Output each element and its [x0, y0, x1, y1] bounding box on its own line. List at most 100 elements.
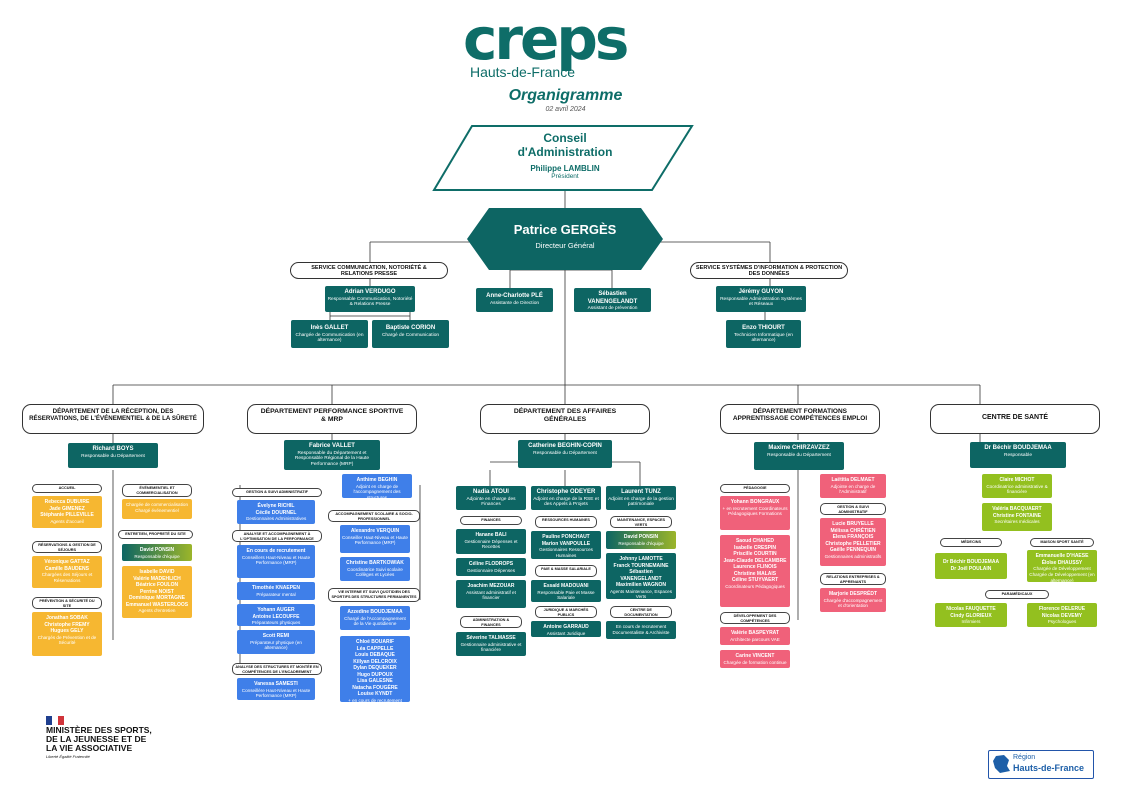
card-names: Jonathan SOBAK Christophe FREMY Hugues G… — [44, 615, 90, 634]
card-role: Adjoint en charge de l'accompagnement de… — [353, 483, 401, 501]
staff-role: Chargé de Communication — [381, 332, 440, 338]
sub-relations: RELATIONS ENTREPRISES & APPRENANTS — [820, 573, 886, 585]
director-role: Directeur Général — [535, 241, 595, 250]
card-role: Gestionnaires Ressources Humaines — [539, 547, 593, 558]
service-si-head-name: Jérémy GUYON — [738, 289, 784, 295]
card-role: Adjointe en charge de l'Administratif — [830, 483, 876, 495]
card-role: Agents d'entretien — [138, 608, 176, 613]
card-names: Timothée KNAEPEN — [252, 585, 300, 591]
card-names: Évelyne RICHIL Cécile DOURNEL — [255, 503, 297, 516]
logo-subtitle: Hauts-de-France — [469, 64, 575, 80]
conseil-title-2: d'Administration — [517, 145, 613, 159]
card-names: Céline FLODROPS — [468, 561, 514, 567]
card-names: Carine VINCENT — [735, 653, 775, 659]
card-sport-sante: Emmanuelle D'HAESE Éloïse DHAUSSY Chargé… — [1027, 550, 1097, 583]
card-entretien-team: Isabelle DAVID Valérie MADEHLICH Béatric… — [122, 566, 192, 618]
sub-pedagogie: PÉDAGOGIE — [720, 484, 790, 493]
sub-competences: DÉVELOPPEMENT DES COMPÉTENCES — [720, 612, 790, 624]
card-role: Conseillère Haut-Niveau et Haute Perform… — [241, 687, 311, 699]
card-maint-head: David PONSIN Responsable d'équipe — [606, 531, 676, 549]
assistant-role: Assistant de prévention — [587, 306, 638, 311]
card-role: Chargées des Séjours et Réservations — [41, 572, 93, 583]
card-names: Pauline PONCHAUT Marion VANPOULLE — [541, 534, 591, 547]
card-names: Véronique GATTAZ Camille BAUDENS — [44, 559, 90, 572]
card-names: Valéria BACQUAERT Christine FONTAINE — [992, 506, 1042, 519]
card-names: Saoud CHAHED Isabelle CRESPIN Priscille … — [723, 538, 787, 583]
card-names: Christine BARTKOWIAK — [346, 560, 404, 566]
card-documentation: En cours de recrutement Documentaliste &… — [606, 621, 676, 639]
service-com-label: SERVICE COMMUNICATION, NOTORIÉTÉ & RELAT… — [290, 262, 448, 279]
card-role: Chargé événementiel — [135, 507, 179, 513]
card-entretien-head: David PONSIN Responsable d'équipe — [122, 544, 192, 561]
card-names: Florence DELERUE Nicolas DEVEMY — [1038, 606, 1086, 619]
card-analyse-recrutement: En cours de recrutement Conseillers Haut… — [237, 545, 315, 578]
conseil-president-name: Philippe LAMBLIN — [530, 164, 600, 173]
head-name: Fabrice VALLET — [309, 443, 355, 449]
card-medecins: Dr Béchir BOUDJEMAA Dr Joël POULAIN — [935, 553, 1007, 579]
card-names: Joachim MEZOUAR — [467, 583, 515, 589]
service-si-staff-1: Enzo THIOURT Technicien Informatique (en… — [726, 320, 801, 348]
card-role: Psychologues — [1047, 619, 1077, 624]
card-role: Conseillers Haut-Niveau et Haute Perform… — [241, 554, 311, 566]
card-names: Azzedine BOUDJEMAA — [347, 609, 403, 615]
card-names: Marjorie DESPRÉDT — [828, 591, 878, 597]
card-names: En cours de recrutement — [246, 548, 306, 554]
sub-accueil: ACCUEIL — [32, 484, 102, 493]
dept-sante-label: CENTRE DE SANTÉ — [930, 404, 1100, 434]
card-role: Gestionnaire administrative et financièr… — [460, 641, 522, 653]
card-analyse-alternance: Scott REMI Préparateur physique (en alte… — [237, 630, 315, 654]
card-secretaires: Valéria BACQUAERT Christine FONTAINE Sec… — [982, 503, 1052, 531]
card-role: Préparateur physique (en alternance) — [250, 639, 302, 651]
card-names: Rebecca DUBUIRE Jade GIMENEZ Stéphanie P… — [40, 499, 94, 518]
staff-name: Inès GALLET — [310, 325, 349, 331]
card-vie-equipe: Chloé BOUARIF Léa CAPPELLE Louis DEBAQUE… — [340, 636, 410, 703]
sub-maintenance: MAINTENANCE, ESPACES VERTS — [610, 516, 672, 528]
director-hexagon — [467, 208, 663, 270]
card-role: Gestionnaires administratifs — [824, 553, 882, 559]
sub-gestion-form: GESTION & SUIVI ADMINISTRATIF — [820, 503, 886, 515]
sub-sport-sante: MAISON SPORT SANTÉ — [1030, 538, 1094, 547]
card-role: Agents d'accueil — [50, 518, 84, 524]
card-role: + en cours de recrutement — [348, 697, 402, 703]
card-names: Vanessa SAMESTI — [254, 681, 298, 687]
card-role: Gestionnaire Dépenses — [466, 567, 515, 573]
dept-reception-head: Richard BOYS Responsable du Département — [68, 443, 158, 468]
dept-reception-label: DÉPARTEMENT DE LA RÉCEPTION, DES RÉSERVA… — [22, 404, 204, 434]
card-names: Yohann AUGER Antoine LECOUFFE — [252, 607, 300, 620]
staff-role: Technicien Informatique (en alternance) — [734, 332, 793, 344]
deputy-role: Adjoint en charge de la RSE et des Appel… — [533, 496, 599, 508]
deputy-name: Nadia ATOUI — [473, 489, 509, 495]
card-fin-bali: Hanane BALI Gestionnaire Dépenses et Rec… — [456, 529, 526, 554]
service-si-head-role: Responsable Administration Systèmes et R… — [720, 296, 802, 308]
conseil-title-1: Conseil — [543, 131, 587, 145]
card-analyse-mental: Timothée KNAEPEN Préparateur mental — [237, 582, 315, 600]
region-map-icon — [993, 755, 1010, 773]
card-delmaet: Laëtitia DELMAET Adjointe en charge de l… — [820, 474, 886, 498]
card-names: Dr Béchir BOUDJEMAA Dr Joël POULAIN — [942, 559, 1000, 572]
card-names: Anthime BEGHIN — [356, 477, 398, 483]
card-maint-team: Johnny LAMOTTE Franck TOURNEMAINE Sébast… — [606, 553, 676, 599]
service-com-staff-2: Baptiste CORION Chargé de Communication — [372, 320, 449, 348]
service-si-label: SERVICE SYSTÈMES D'INFORMATION & PROTECT… — [690, 262, 848, 279]
sub-medecins: MÉDECINS — [940, 538, 1002, 547]
card-role: Gestionnaire Dépenses et Recettes — [464, 538, 518, 550]
assistant-role: Assistante de Direction — [489, 300, 540, 306]
sub-scolaire: ACCOMPAGNEMENT SCOLAIRE & SOCIO-PROFESSI… — [328, 510, 420, 522]
head-name: Richard BOYS — [92, 446, 134, 452]
card-names: David PONSIN — [623, 534, 659, 540]
card-gestion-form: Lucie BRUYELLE Mélissa CHRÉTIEN Elena FR… — [820, 518, 886, 566]
card-paie: Essaïd MADOUANI Responsable Paie et Mass… — [531, 580, 601, 602]
sub-documentation: CENTRE DE DOCUMENTATION — [610, 606, 672, 618]
deputy-patrimoine: Laurent TUNZ Adjoint en charge de la ges… — [606, 486, 676, 510]
region-label-small: Région — [1013, 754, 1036, 761]
dept-affaires-head: Catherine BEGHIN-COPIN Responsable du Dé… — [518, 440, 612, 468]
card-juridique: Antoine GARRAUD Assistant Juridique — [531, 621, 601, 637]
sub-paie: PAIE & MASSE SALARIALE — [535, 565, 597, 577]
service-com-head-name: Adrian VERDUGO — [344, 289, 396, 295]
card-names: Yohann BONGRAUX — [730, 499, 780, 505]
sub-finances: FINANCES — [460, 516, 522, 525]
staff-role: Chargée de Communication (en alternance) — [295, 332, 364, 344]
card-prevention: Jonathan SOBAK Christophe FREMY Hugues G… — [32, 612, 102, 656]
service-si-head: Jérémy GUYON Responsable Administration … — [716, 286, 806, 312]
